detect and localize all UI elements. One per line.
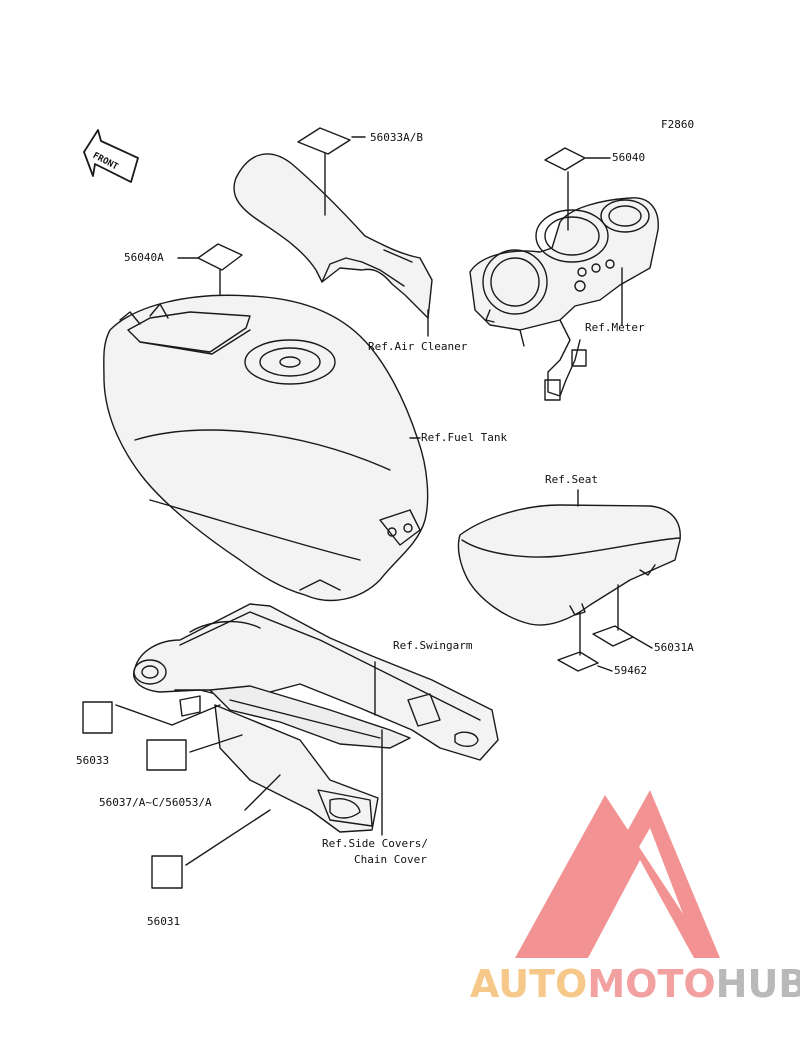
- callout-chain-cover: Chain Cover: [354, 853, 427, 866]
- watermark-text: AUTOMOTOHUB: [470, 962, 800, 1006]
- callout-ref-swingarm: Ref.Swingarm: [393, 639, 473, 652]
- side-cover: [214, 704, 379, 833]
- callout-56040: 56040: [612, 151, 646, 164]
- decal-56040: [544, 147, 586, 171]
- decal-56033: [82, 701, 113, 734]
- front-arrow-icon: [83, 129, 139, 183]
- callout-56031: 56031: [147, 915, 181, 928]
- swingarm: [133, 603, 499, 761]
- watermark-part-moto: MOTO: [587, 962, 716, 1006]
- callout-ref-side-covers: Ref.Side Covers/: [322, 837, 428, 850]
- callout-ref-air-cleaner: Ref.Air Cleaner: [368, 340, 468, 353]
- callout-56033ab: 56033A/B: [370, 131, 423, 144]
- watermark-part-auto: AUTO: [470, 962, 588, 1006]
- callout-ref-meter: Ref.Meter: [585, 321, 645, 334]
- callout-ref-seat: Ref.Seat: [545, 473, 598, 486]
- callout-ref-fuel-tank: Ref.Fuel Tank: [421, 431, 508, 444]
- figure-id: F2860: [661, 118, 695, 131]
- decal-56031: [151, 855, 183, 889]
- callout-56037: 56037/A~C/56053/A: [99, 796, 212, 809]
- seat: [457, 504, 681, 626]
- callout-56033: 56033: [76, 754, 110, 767]
- watermark-part-hub: HUB: [715, 962, 800, 1006]
- meter-assembly: [469, 197, 659, 401]
- air-cleaner-cover: [233, 153, 433, 319]
- fuel-tank: [103, 294, 429, 602]
- callout-59462: 59462: [614, 664, 648, 677]
- decal-59462: [557, 651, 599, 672]
- decal-56040a: [197, 243, 243, 271]
- watermark-logo: [515, 790, 720, 958]
- decal-56031a: [592, 625, 634, 647]
- callout-56040a: 56040A: [124, 251, 164, 264]
- decal-56037: [146, 739, 187, 771]
- callout-56031a: 56031A: [654, 641, 694, 654]
- decal-56033ab: [297, 127, 351, 155]
- chain-cover: [209, 685, 411, 749]
